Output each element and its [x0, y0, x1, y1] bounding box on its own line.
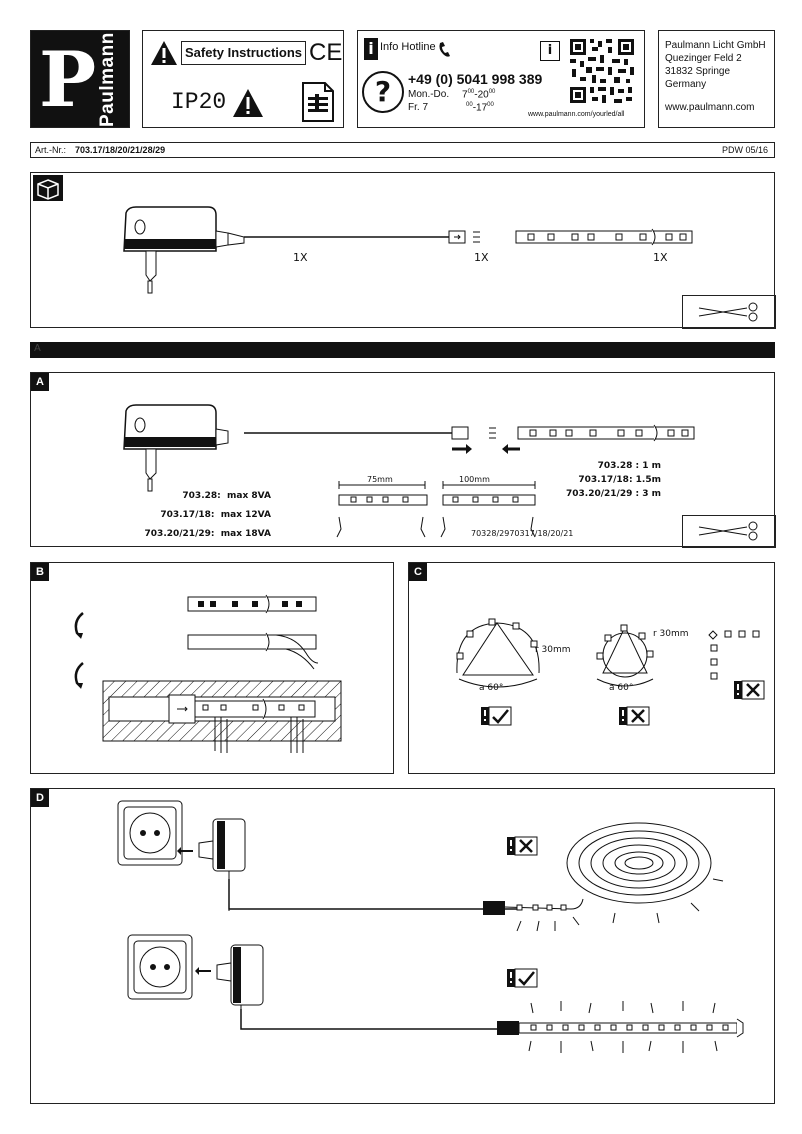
wall-socket-icon	[117, 800, 183, 866]
strip-adhesive-diagram	[187, 594, 319, 670]
angle-label-1: a 60°	[479, 683, 504, 693]
question-icon: ?	[362, 71, 404, 113]
info-icon: i	[364, 38, 378, 60]
package-icon	[33, 175, 63, 201]
section-a-tag: A	[31, 373, 49, 391]
check-ok-icon	[481, 706, 512, 726]
country: Germany	[665, 79, 707, 90]
mounting-diagram	[102, 680, 342, 753]
doc-version: PDW 05/16	[721, 145, 768, 155]
adapter-unplugged-2	[195, 944, 264, 1029]
radius-label-1: r 30mm	[535, 645, 571, 655]
wall-socket-icon-2	[127, 934, 193, 1000]
hotline-phone: +49 (0) 5041 998 389	[408, 71, 543, 87]
strip-75mm-diagram	[336, 481, 428, 538]
hotline-label: Info Hotline	[380, 41, 436, 53]
models-note: 70328/2970317/18/20/21	[471, 529, 574, 538]
hotline-url[interactable]: www.paulmann.com/yourled/all	[528, 111, 625, 118]
cross-no-icon-d	[507, 836, 538, 856]
strip-100mm-diagram	[440, 481, 536, 538]
peel-arrow-icon	[74, 612, 84, 639]
street: Quezinger Feld 2	[665, 53, 742, 64]
check-ok-icon-d	[507, 968, 538, 988]
qty-adapter: 1X	[293, 251, 308, 264]
logo-brand: Paulmann	[97, 32, 118, 127]
hotline-row2-times: 00-1700	[466, 102, 494, 114]
dim-100mm: 100mm	[459, 475, 490, 484]
led-strip-illustration	[515, 228, 693, 246]
power-row: 703.28: max 8VA	[182, 491, 271, 501]
power-row: 703.20/21/29: max 18VA	[144, 529, 271, 539]
adapter-unplugged-1	[177, 818, 246, 911]
article-line: Art.-Nr.: 703.17/18/20/21/28/29 PDW 05/1…	[30, 142, 775, 158]
cross-no-icon	[619, 706, 650, 726]
bend-radius-ok-diagram	[456, 618, 540, 688]
cable-and-arrows-a	[244, 426, 520, 454]
hotline-row1-days: Mon.-Do.	[408, 89, 450, 100]
radius-label-2: r 30mm	[653, 629, 689, 639]
scissors-box	[682, 295, 776, 329]
dim-75mm: 75mm	[367, 475, 393, 484]
power-row: 703.17/18: max 12VA	[160, 510, 271, 520]
article-label: Art.-Nr.:	[35, 145, 66, 155]
contents-panel: 1X 1X 1X	[30, 172, 776, 329]
qty-connector: 1X	[474, 251, 489, 264]
paulmann-logo: P Paulmann	[30, 30, 130, 128]
section-c: C r 30mm a 60° r 30mm a 60°	[408, 562, 775, 774]
length-row: 703.28 : 1 m	[597, 461, 661, 471]
cross-no-icon-2	[734, 680, 765, 700]
website[interactable]: www.paulmann.com	[665, 102, 755, 113]
right-angle-strip-diagram	[708, 630, 760, 680]
hotline-row2: Fr. 7	[408, 102, 429, 113]
led-strip-a	[517, 424, 695, 442]
peel-arrow-icon-2	[74, 662, 84, 689]
ip-rating: IP20	[171, 89, 227, 115]
scissors-icon	[698, 302, 758, 322]
section-c-tag: C	[409, 563, 427, 581]
scissors-icon	[698, 521, 758, 541]
cable-illustration	[244, 230, 480, 244]
section-d: D	[30, 788, 775, 1104]
phone-icon	[439, 42, 450, 57]
straight-strip-illustration	[240, 1001, 744, 1053]
safety-title: Safety Instructions	[181, 41, 306, 65]
power-adapter-illustration	[123, 206, 245, 294]
warning-icon	[151, 41, 177, 65]
safety-panel: Safety Instructions CE IP20	[142, 30, 344, 128]
warning-icon-2	[233, 89, 263, 117]
ce-mark: CE	[309, 39, 343, 66]
length-row: 703.17/18: 1.5m	[578, 475, 661, 485]
section-b: B	[30, 562, 394, 774]
section-d-tag: D	[31, 789, 49, 807]
document-icon	[302, 82, 334, 122]
qty-strip: 1X	[653, 251, 668, 264]
scissors-box-a	[682, 515, 776, 548]
power-adapter-illustration-a	[123, 404, 229, 492]
section-divider-bar: A	[30, 342, 775, 358]
hotline-row1-times: 700-2000	[462, 89, 496, 101]
angle-label-2: a 60°	[609, 683, 634, 693]
hotline-panel: i Info Hotline ? +49 (0) 5041 998 389 Mo…	[357, 30, 645, 128]
bend-radius-tight-diagram	[596, 624, 654, 687]
section-a: A 703.28: max 8VA 703.17/18: max 12VA 70…	[30, 372, 776, 548]
coiled-strip-illustration	[228, 822, 724, 932]
qr-code-icon[interactable]	[568, 37, 636, 105]
info-box-icon: i	[540, 41, 560, 61]
divider-label: A	[34, 343, 41, 354]
logo-letter: P	[39, 35, 97, 124]
section-b-tag: B	[31, 563, 49, 581]
power-table: 703.28: max 8VA 703.17/18: max 12VA 703.…	[131, 487, 271, 544]
company-name: Paulmann Licht GmbH	[665, 40, 766, 51]
article-numbers: 703.17/18/20/21/28/29	[75, 145, 166, 155]
length-table: 703.28 : 1 m 703.17/18: 1.5m 703.20/21/2…	[551, 459, 661, 501]
length-row: 703.20/21/29 : 3 m	[565, 489, 661, 499]
address-panel: Paulmann Licht GmbH Quezinger Feld 2 318…	[658, 30, 775, 128]
city: 31832 Springe	[665, 66, 731, 77]
